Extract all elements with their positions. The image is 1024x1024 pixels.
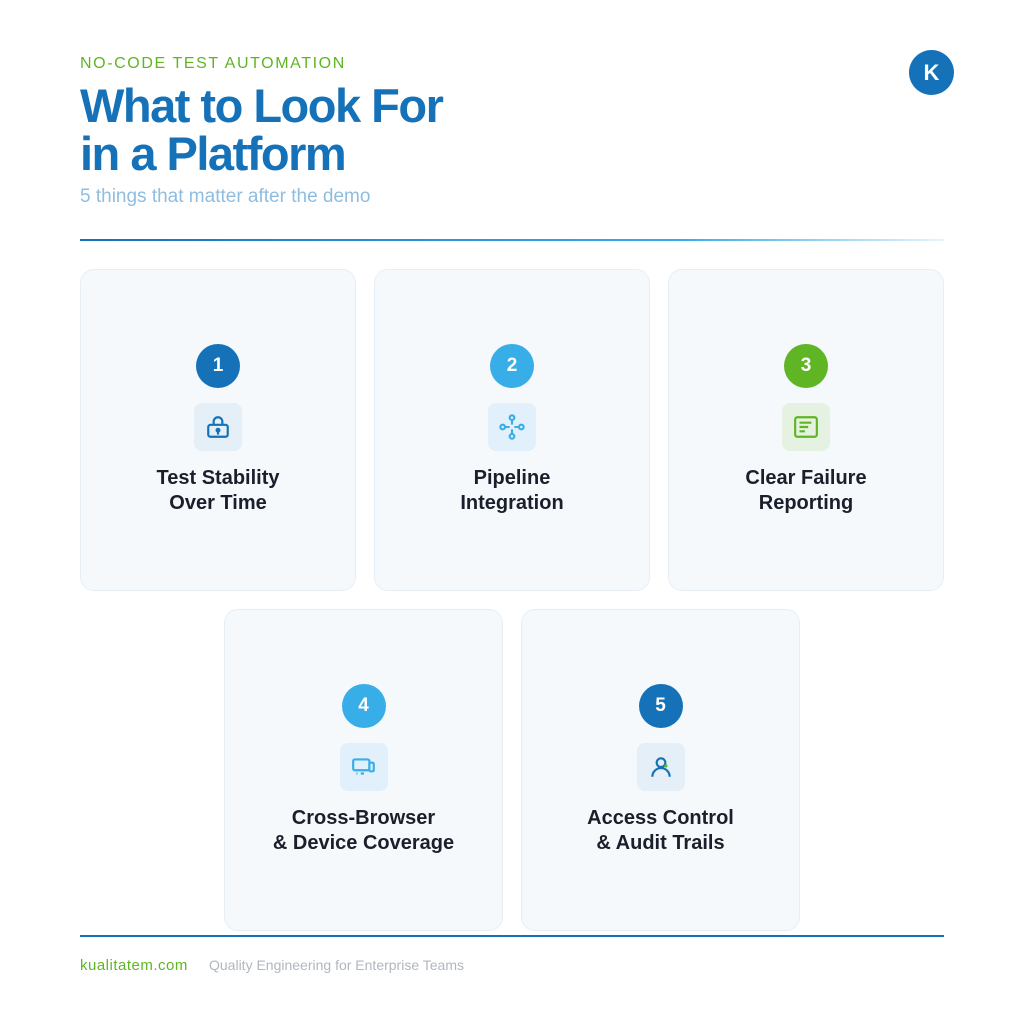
title-line-1: What to Look For [80, 79, 444, 132]
title-line-2: in a Platform [80, 127, 347, 180]
card-title: Access Control & Audit Trails [587, 807, 734, 854]
number-badge: 5 [638, 684, 683, 728]
card-title: Cross-Browser & Device Coverage [272, 807, 455, 854]
card-2: 2 Pipeline Integration [374, 269, 650, 591]
card-5: 5 Access Control & Audit Trails [521, 609, 800, 931]
report-icon [782, 403, 830, 451]
footer-tagline: Quality Engineering for Enterprise Teams [209, 957, 464, 973]
card-1: 1 Test Stability Over Time [80, 269, 356, 591]
divider [80, 239, 944, 241]
footer-divider [80, 935, 944, 937]
number-badge: 1 [196, 344, 240, 388]
logo: K [909, 50, 954, 95]
card-title: Pipeline Integration [460, 467, 564, 514]
eyebrow: NO-CODE TEST AUTOMATION [80, 55, 346, 72]
card-4: 4 Cross-Browser & Device Coverage [224, 609, 503, 931]
subtitle: 5 things that matter after the demo [80, 186, 371, 207]
number-badge: 2 [490, 344, 534, 388]
user-icon [636, 743, 685, 791]
card-title: Clear Failure Reporting [745, 467, 867, 514]
number-badge: 4 [341, 684, 386, 728]
devices-icon [339, 743, 388, 791]
lock-icon [194, 403, 242, 451]
footer-site-link[interactable]: kualitatem.com [80, 957, 188, 974]
card-3: 3 Clear Failure Reporting [668, 269, 944, 591]
network-icon [488, 403, 536, 451]
card-title: Test Stability Over Time [156, 467, 280, 514]
number-badge: 3 [784, 344, 828, 388]
